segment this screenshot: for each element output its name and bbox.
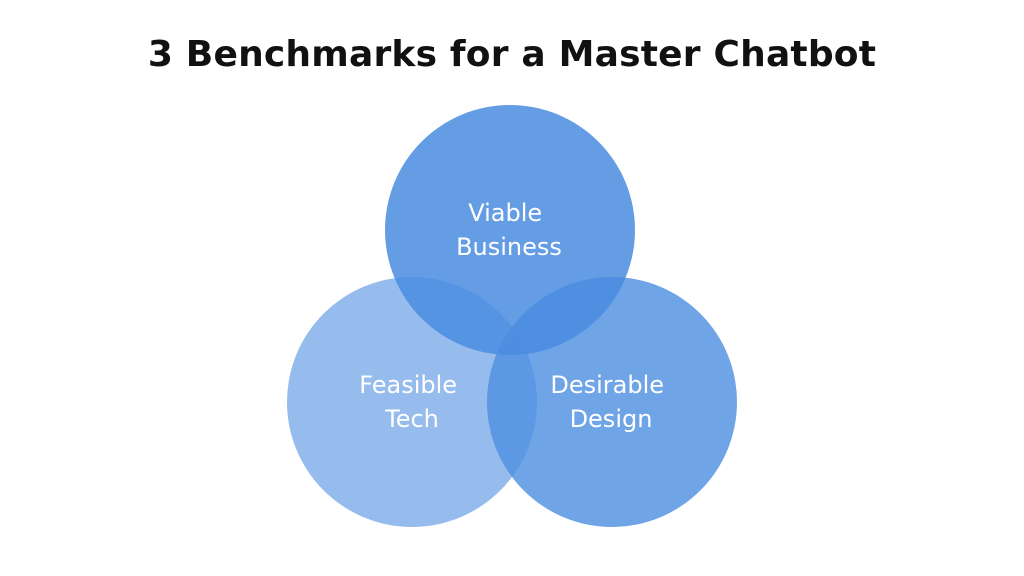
page-title: 3 Benchmarks for a Master Chatbot bbox=[147, 34, 877, 75]
label-feasible-tech: Feasible Tech bbox=[359, 371, 464, 433]
label-desirable-design: Desirable Design bbox=[550, 371, 671, 433]
circle-viable-business bbox=[385, 105, 635, 355]
label-viable-business: Viable Business bbox=[456, 199, 562, 261]
